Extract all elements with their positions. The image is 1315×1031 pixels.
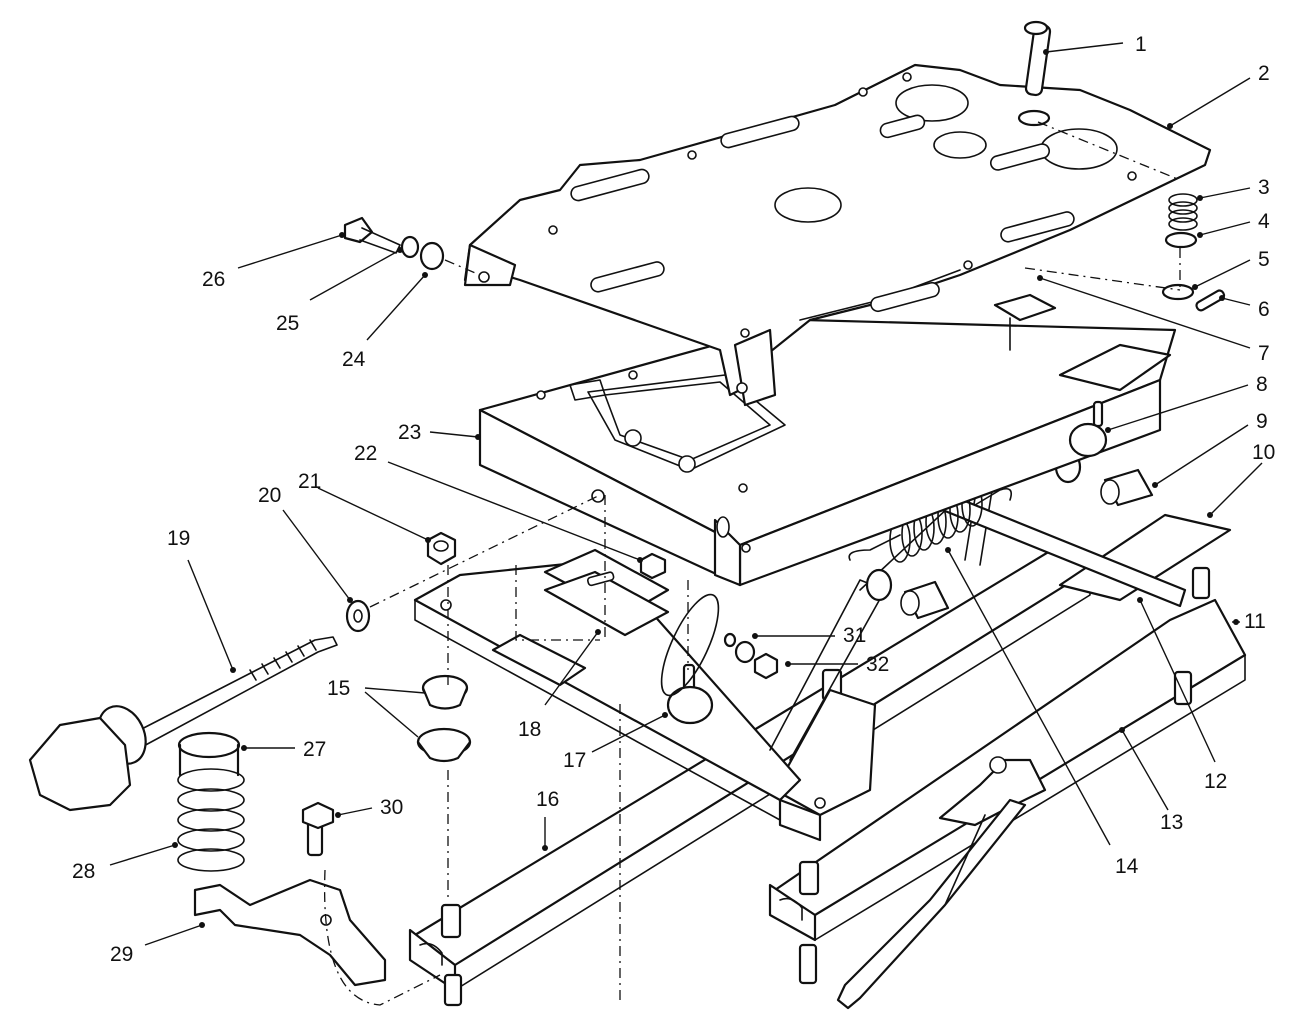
callout-label: 16 — [536, 788, 559, 811]
callout-27: 27 — [241, 738, 326, 761]
callout-21: 21 — [298, 470, 431, 543]
callout-label: 10 — [1252, 441, 1275, 464]
callout-label: 3 — [1258, 176, 1270, 199]
callout-label: 18 — [518, 718, 541, 741]
callout-28: 28 — [72, 842, 178, 883]
callout-label: 19 — [167, 527, 190, 550]
callout-22: 22 — [354, 442, 643, 563]
callout-10: 10 — [1207, 441, 1275, 518]
callout-11: 11 — [1232, 610, 1266, 633]
callout-label: 23 — [398, 421, 421, 444]
callout-label: 20 — [258, 484, 281, 507]
callout-14: 14 — [945, 547, 1139, 878]
hardware — [28, 20, 1226, 987]
callout-label: 9 — [1256, 410, 1268, 433]
callout-label: 5 — [1258, 248, 1270, 271]
callout-19: 19 — [167, 527, 236, 673]
callout-label: 21 — [298, 470, 321, 493]
callout-label: 2 — [1258, 62, 1270, 85]
callout-label: 29 — [110, 943, 133, 966]
callout-label: 13 — [1160, 811, 1183, 834]
callout-label: 25 — [276, 312, 299, 335]
callout-label: 6 — [1258, 298, 1270, 321]
callout-12: 12 — [1137, 597, 1227, 793]
callout-5: 5 — [1192, 248, 1270, 290]
callout-23: 23 — [398, 421, 481, 444]
callout-4: 4 — [1197, 210, 1270, 238]
callout-label: 27 — [303, 738, 326, 761]
callouts: 1 2 3 4 5 6 7 8 — [72, 33, 1275, 966]
scissor-linkage — [769, 404, 1187, 761]
callout-label: 15 — [327, 677, 350, 700]
callout-label: 30 — [380, 796, 403, 819]
callout-2: 2 — [1167, 62, 1270, 129]
assembly-lines — [323, 121, 1181, 1006]
callout-label: 12 — [1204, 770, 1227, 793]
callout-label: 31 — [843, 624, 866, 647]
spring-3 — [1168, 193, 1198, 231]
callout-3: 3 — [1197, 176, 1270, 201]
callout-25: 25 — [276, 247, 403, 335]
callout-29: 29 — [110, 922, 205, 966]
callout-26: 26 — [202, 232, 345, 291]
callout-label: 32 — [866, 653, 889, 676]
callout-label: 22 — [354, 442, 377, 465]
callout-label: 4 — [1258, 210, 1270, 233]
callout-16: 16 — [536, 788, 559, 851]
seat-pan — [478, 318, 1177, 587]
callout-24: 24 — [342, 272, 428, 371]
callout-label: 7 — [1258, 342, 1270, 365]
callout-7: 7 — [1037, 275, 1270, 365]
callout-30: 30 — [335, 796, 403, 819]
callout-15: 15 — [327, 677, 426, 738]
callout-20: 20 — [258, 484, 353, 603]
callout-6: 6 — [1219, 295, 1270, 321]
callout-label: 26 — [202, 268, 225, 291]
callout-label: 8 — [1256, 373, 1268, 396]
callout-9: 9 — [1152, 410, 1268, 488]
callout-18: 18 — [518, 629, 601, 741]
callout-31: 31 — [752, 624, 866, 647]
callout-13: 13 — [1119, 727, 1183, 834]
callout-32: 32 — [785, 653, 889, 676]
callout-1: 1 — [1043, 33, 1147, 56]
seat-rail-assembly — [408, 513, 1247, 1010]
callout-8: 8 — [1105, 373, 1268, 433]
spring-28 — [177, 768, 245, 872]
callout-label: 1 — [1135, 33, 1147, 56]
callout-label: 24 — [342, 348, 366, 371]
callout-label: 11 — [1244, 610, 1266, 633]
callout-label: 14 — [1115, 855, 1139, 878]
callout-label: 28 — [72, 860, 95, 883]
callout-17: 17 — [563, 712, 668, 772]
top-plate — [463, 63, 1212, 407]
callout-label: 17 — [563, 749, 586, 772]
